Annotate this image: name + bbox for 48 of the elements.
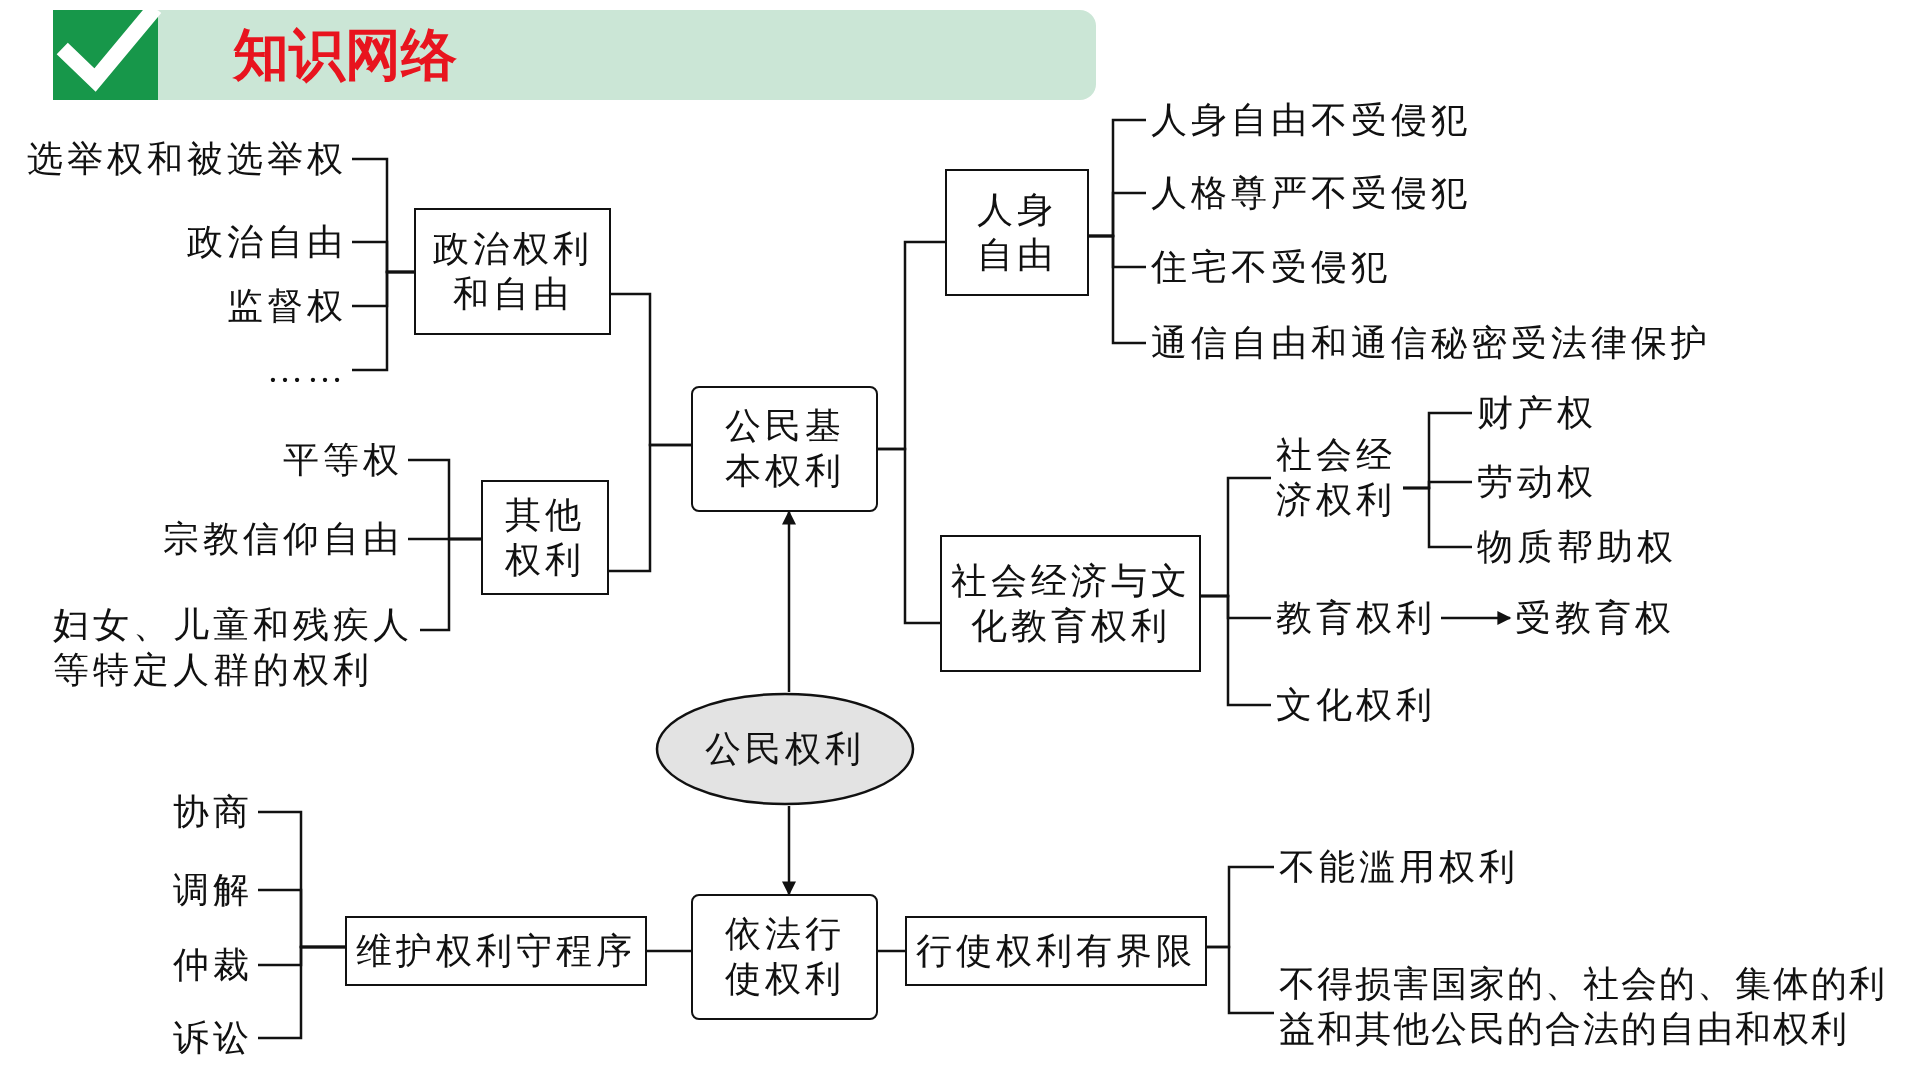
branch-label: 调解 <box>168 867 258 913</box>
branch-label: 监督权 <box>222 283 352 329</box>
branch-label: …… <box>262 347 352 393</box>
branch-label: 文化权利 <box>1271 682 1441 728</box>
branch-label: 物质帮助权 <box>1472 524 1682 570</box>
arrow <box>782 806 796 896</box>
bracket-line <box>878 949 905 953</box>
branch-label: 住宅不受侵犯 <box>1146 244 1396 290</box>
branch-label: 受教育权 <box>1510 595 1680 641</box>
branch-label: 宗教信仰自由 <box>158 516 408 562</box>
topic-ellipse: 公民权利 <box>655 692 915 806</box>
branch-label: 社会经济权利 <box>1271 433 1403 523</box>
branch-label: 平等权 <box>278 437 408 483</box>
category-box: 政治权利和自由 <box>414 208 611 335</box>
arrow <box>782 510 796 692</box>
bracket-line <box>258 945 345 1040</box>
branch-label: 妇女、儿童和残疾人等特定人群的权利 <box>48 603 420 693</box>
branch-label: 不得损害国家的、社会的、集体的利益和其他公民的合法的自由和权利 <box>1274 962 1906 1052</box>
category-box: 公民基本权利 <box>691 386 878 512</box>
bracket-line <box>1207 945 1274 1015</box>
branch-label: 人身自由不受侵犯 <box>1146 97 1476 143</box>
branch-label: 劳动权 <box>1472 459 1602 505</box>
branch-label: 教育权利 <box>1271 595 1441 641</box>
branch-label: 人格尊严不受侵犯 <box>1146 170 1476 216</box>
category-box: 维护权利守程序 <box>345 916 647 986</box>
branch-label: 政治自由 <box>182 219 352 265</box>
branch-label: 选举权和被选举权 <box>22 136 352 182</box>
category-box: 社会经济与文化教育权利 <box>940 535 1201 672</box>
branch-label: 不能滥用权利 <box>1274 844 1524 890</box>
branch-label: 通信自由和通信秘密受法律保护 <box>1146 320 1716 366</box>
bracket-line <box>420 537 481 632</box>
branch-label: 诉讼 <box>168 1015 258 1061</box>
bracket-line <box>1089 234 1146 345</box>
branch-label: 协商 <box>168 789 258 835</box>
title: 知识网络 <box>233 21 457 89</box>
category-box: 依法行使权利 <box>691 894 878 1020</box>
bracket-line <box>352 270 414 372</box>
bracket-line <box>1201 594 1271 707</box>
category-box: 行使权利有界限 <box>905 916 1207 986</box>
category-box: 其他权利 <box>481 480 609 595</box>
branch-label: 财产权 <box>1472 390 1602 436</box>
bracket-line <box>878 447 940 625</box>
bracket-line <box>647 949 691 953</box>
bracket-line <box>609 443 691 573</box>
bracket-line <box>1403 486 1472 549</box>
branch-label: 仲裁 <box>168 942 258 988</box>
category-box: 人身自由 <box>945 169 1089 296</box>
arrow <box>1441 611 1512 625</box>
